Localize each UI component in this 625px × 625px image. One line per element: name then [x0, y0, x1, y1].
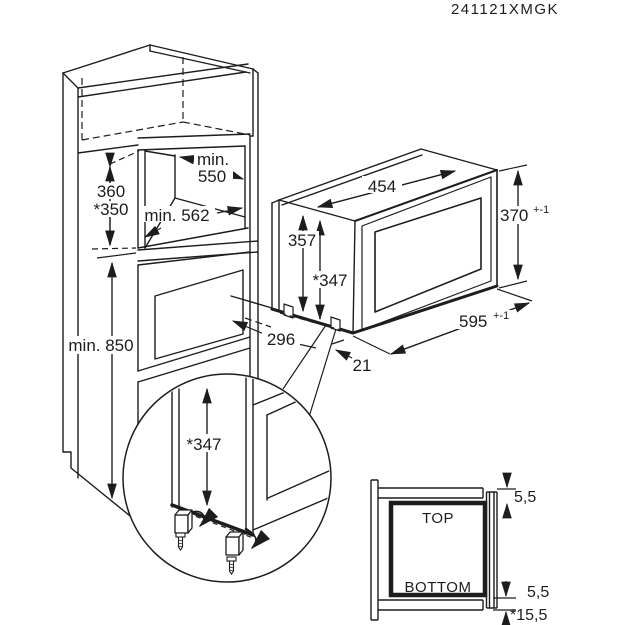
dim-bg — [183, 434, 226, 452]
section-top-label: TOP — [422, 510, 454, 527]
dim-bg — [193, 168, 233, 184]
detail-leader-lines — [282, 324, 337, 418]
cabinet-dimensions: min. 550 min. 562 360 *350 min. 850 296 — [66, 150, 317, 500]
dim-oven-front-width-tolerance: +-1 — [493, 310, 509, 322]
oven-drawing — [270, 148, 499, 335]
model-number: 241121XMGK — [451, 1, 559, 18]
detail-circle: *347 — [122, 373, 332, 583]
rotate-arrow-icon — [191, 507, 271, 550]
dim-door-height: 296 — [267, 330, 295, 349]
dim-bg — [90, 201, 132, 217]
dim-oven-front-width: 595 — [459, 312, 487, 331]
dim-bg — [93, 183, 129, 199]
section-view: TOP BOTTOM 5,5 5,5 *15,5 — [370, 472, 549, 625]
dim-bg — [457, 310, 514, 329]
dim-niche-width-min: min. — [197, 150, 229, 169]
dim-bg — [262, 331, 300, 347]
dim-oven-top-width: 454 — [368, 177, 396, 196]
oven-foot-line — [279, 312, 353, 334]
dim-bg — [498, 206, 552, 224]
dim-gap-top: 5,5 — [514, 489, 536, 506]
dim-oven-height-alt: *347 — [313, 271, 348, 290]
mounting-bracket-icon — [174, 509, 244, 556]
dim-detail-height-alt: *347 — [187, 435, 222, 454]
section-bottom-label: BOTTOM — [405, 579, 472, 596]
dim-side-gap: 21 — [353, 356, 372, 375]
screw-icon — [175, 532, 237, 575]
oven-dimensions: 454 357 *347 370 +-1 595 +-1 21 — [286, 164, 552, 375]
cabinet-hidden-edges — [81, 57, 272, 328]
dim-bg — [141, 206, 215, 222]
oven-cavity-outline — [388, 500, 488, 598]
dim-bg — [66, 336, 137, 354]
dim-offset-bottom: *15,5 — [510, 607, 547, 624]
dim-bg — [286, 231, 319, 248]
dim-min-height: min. 850 — [68, 336, 133, 355]
dim-niche-height-alt: *350 — [94, 200, 129, 219]
dim-oven-front-height: 370 — [500, 206, 528, 225]
dim-bg — [310, 271, 351, 288]
dim-oven-height: 357 — [288, 231, 316, 250]
dim-niche-depth: min. 562 — [144, 206, 209, 225]
dim-niche-height: 360 — [97, 182, 125, 201]
tall-cabinet-drawing — [62, 44, 273, 525]
dim-oven-front-height-tolerance: +-1 — [533, 204, 549, 216]
dim-gap-bottom: 5,5 — [527, 584, 549, 601]
dim-niche-width-value: 550 — [198, 167, 226, 186]
dim-bg — [362, 176, 402, 193]
dim-bg — [194, 150, 234, 167]
